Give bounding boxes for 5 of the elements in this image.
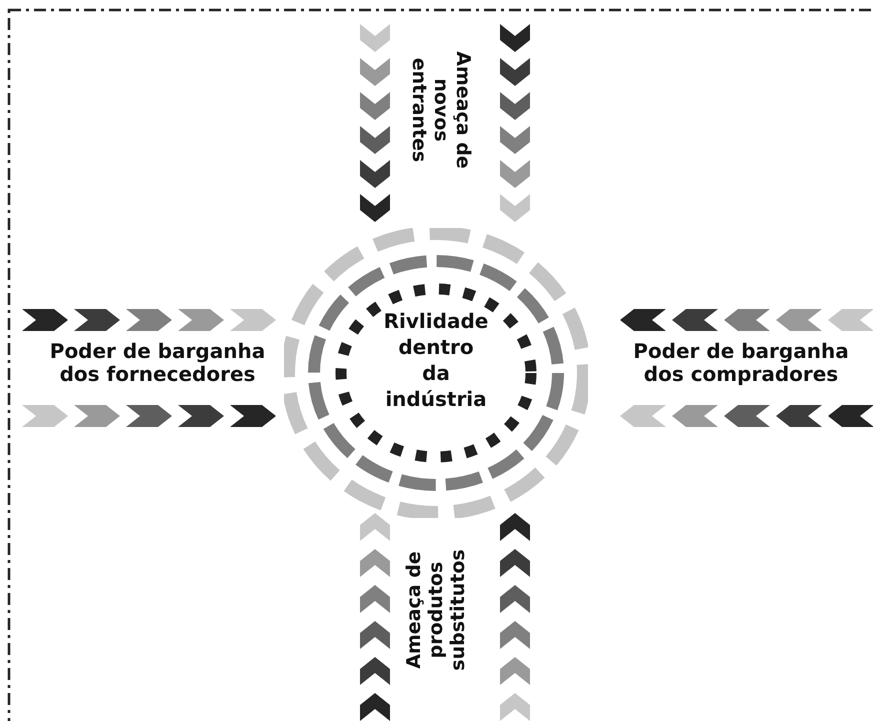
node-label: Poder de barganha dos compradores xyxy=(632,340,850,386)
node-label: Ameaça de produtos substitutos xyxy=(404,548,470,673)
node-label: Poder de barganha dos fornecedores xyxy=(48,340,266,386)
node-label: Rivlidade dentro da indústria xyxy=(382,308,490,412)
node-label: Ameaça de novos entrantes xyxy=(407,50,473,171)
